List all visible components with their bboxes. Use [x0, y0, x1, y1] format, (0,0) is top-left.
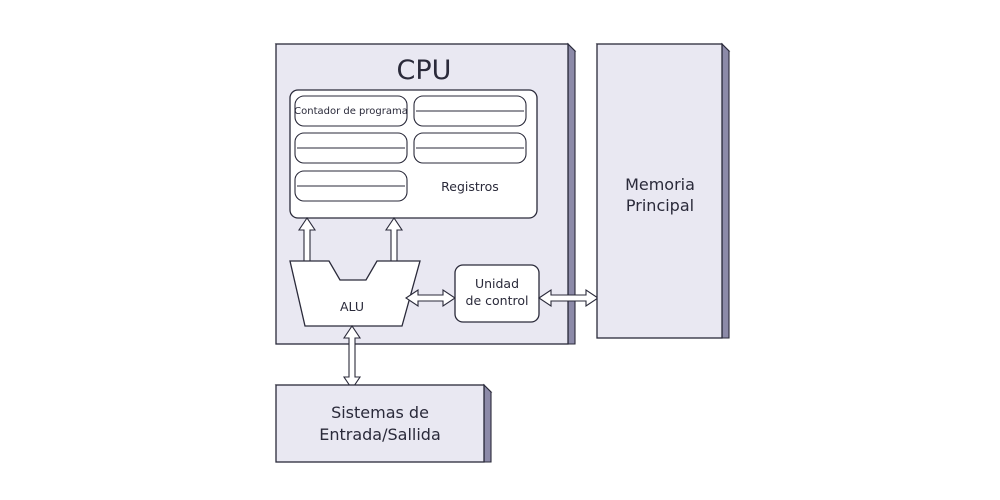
register-slot	[413, 132, 527, 164]
io-systems-label-line2: Entrada/Sallida	[319, 425, 441, 444]
alu-io-arrow	[342, 325, 362, 390]
io-systems-label-line1: Sistemas de	[331, 403, 429, 422]
register-slot	[294, 170, 408, 202]
io-systems-box: Sistemas de Entrada/Sallida	[274, 383, 493, 463]
registers-panel: Contador de programa Registros	[289, 89, 538, 219]
alu-label: ALU	[340, 299, 364, 314]
main-memory-side-face	[721, 42, 730, 339]
main-memory-label-line1: Memoria	[625, 175, 695, 194]
program-counter-label: Contador de programa	[294, 106, 408, 117]
alu: ALU	[289, 260, 421, 327]
io-systems-front-face	[275, 384, 485, 463]
main-memory-box: Memoria Principal	[595, 42, 731, 339]
main-memory-front-face	[596, 43, 723, 339]
program-counter-register: Contador de programa	[294, 95, 408, 127]
register-slot	[413, 95, 527, 127]
io-systems-side-face	[483, 383, 492, 463]
control-unit-label-line2: de control	[466, 293, 529, 308]
register-slot	[294, 132, 408, 164]
cpu-title: CPU	[397, 55, 452, 86]
control-unit: Unidad de control	[454, 264, 540, 323]
control-unit-label-line1: Unidad	[475, 276, 519, 291]
registers-label: Registros	[441, 179, 499, 194]
main-memory-label-line2: Principal	[626, 196, 694, 215]
